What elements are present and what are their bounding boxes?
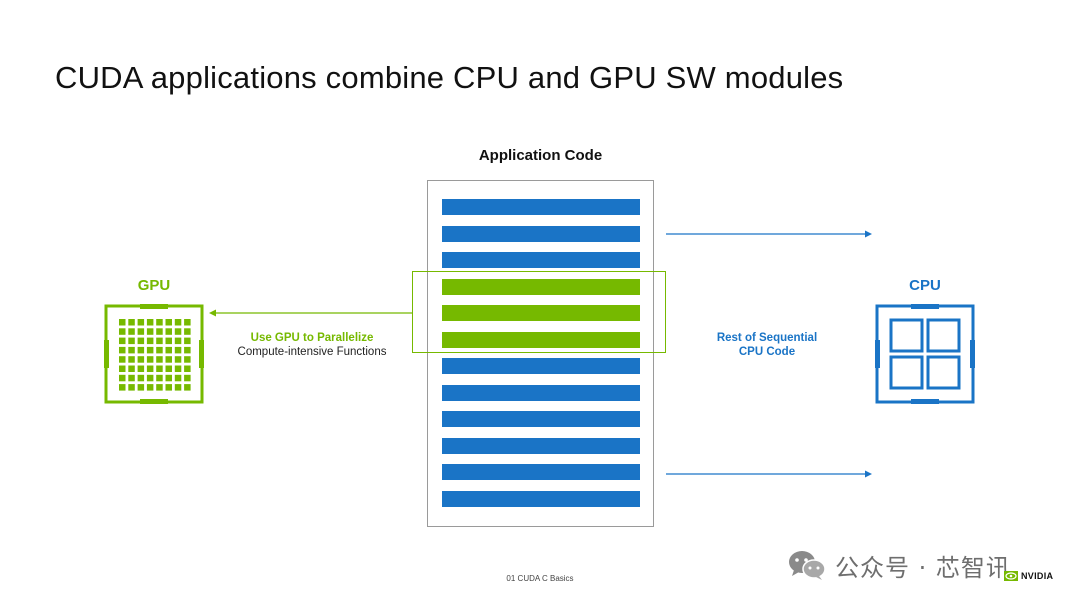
gpu-code-bar bbox=[442, 331, 640, 348]
gpu-description: Use GPU to Parallelize Compute-intensive… bbox=[218, 331, 406, 359]
nvidia-logo: NVIDIA bbox=[1004, 571, 1053, 581]
gpu-chip-icon bbox=[104, 304, 204, 404]
cpu-code-bar bbox=[442, 199, 640, 215]
cpu-arrow-top bbox=[666, 230, 872, 238]
cpu-chip-icon bbox=[875, 304, 975, 404]
cpu-code-bar bbox=[442, 411, 640, 427]
application-code-label: Application Code bbox=[478, 147, 603, 164]
nvidia-logo-text: NVIDIA bbox=[1021, 571, 1054, 581]
cpu-arrow-bottom bbox=[666, 470, 872, 478]
cpu-code-bar bbox=[442, 384, 640, 401]
cpu-description-line2: CPU Code bbox=[738, 346, 796, 358]
slide-title: CUDA applications combine CPU and GPU SW… bbox=[55, 60, 844, 95]
gpu-description-line1: Use GPU to Parallelize bbox=[250, 332, 374, 344]
slide-footer: 01 CUDA C Basics bbox=[506, 574, 574, 583]
gpu-label: GPU bbox=[137, 277, 171, 294]
cpu-code-bar bbox=[442, 490, 640, 507]
cpu-code-bar bbox=[442, 437, 640, 454]
gpu-functions-highlight bbox=[412, 271, 666, 353]
cpu-description-line1: Rest of Sequential bbox=[716, 332, 818, 344]
application-code-box bbox=[427, 180, 654, 527]
cpu-label: CPU bbox=[909, 277, 941, 294]
gpu-arrow bbox=[209, 309, 412, 317]
gpu-code-bar bbox=[442, 278, 640, 295]
cpu-code-bar bbox=[442, 225, 640, 242]
gpu-description-line2: Compute-intensive Functions bbox=[237, 346, 387, 358]
wechat-icon bbox=[789, 551, 826, 580]
cpu-description: Rest of Sequential CPU Code bbox=[697, 331, 837, 359]
gpu-code-bar bbox=[442, 305, 640, 321]
watermark: 公众号 · 芯智讯 bbox=[787, 548, 1011, 582]
nvidia-eye-icon bbox=[1004, 571, 1018, 581]
cpu-code-bar bbox=[442, 358, 640, 374]
cpu-code-bar bbox=[442, 464, 640, 480]
watermark-text: 公众号 · 芯智讯 bbox=[835, 553, 1011, 582]
cpu-code-bar bbox=[442, 252, 640, 268]
